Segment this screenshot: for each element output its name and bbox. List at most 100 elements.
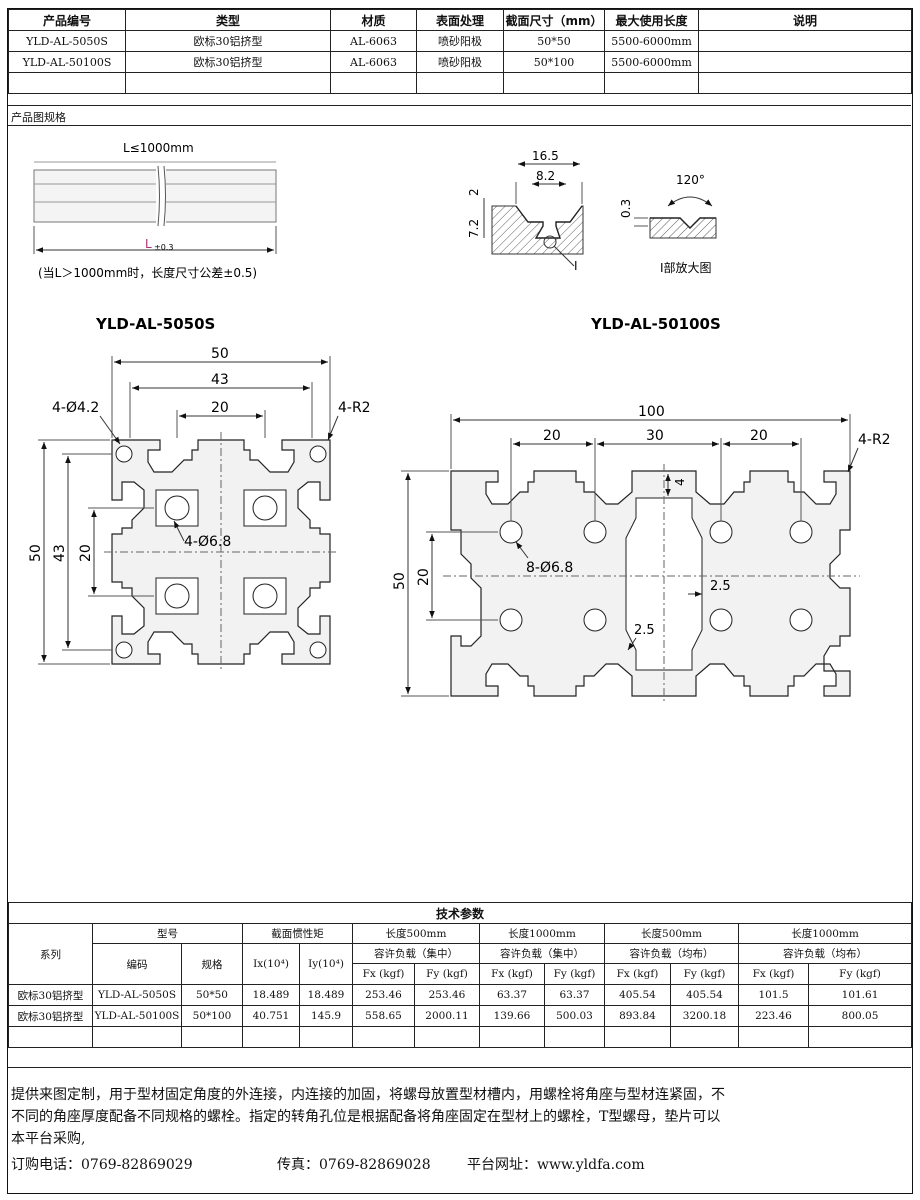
cell: 101.61 <box>807 984 913 1006</box>
cell: 5500-6000mm <box>604 51 699 73</box>
inertia-header: 截面惯性矩 <box>242 923 353 944</box>
group-length: 长度1000mm <box>737 923 913 944</box>
cell: YLD-AL-50100S <box>92 1005 182 1027</box>
cell: 欧标30铝挤型 <box>8 1005 93 1027</box>
section-label: 产品图规格 <box>8 105 911 126</box>
label-radius-b: 4-R2 <box>858 432 891 448</box>
model-header: 型号 <box>92 923 243 944</box>
tech-header-row: 编码 规格 Ix(10⁴) Iy(10⁴) 容许负载（集中） 容许负载（集中） … <box>9 943 913 985</box>
cell: 50*50 <box>181 984 243 1006</box>
tech-header-row: 系列 型号 截面惯性矩 长度500mm 长度1000mm 长度500mm 长度1… <box>8 923 913 985</box>
dim-v-43: 43 <box>52 544 68 562</box>
group-length: 长度1000mm <box>479 923 605 944</box>
cell: 63.37 <box>479 984 545 1006</box>
cell: 50*100 <box>181 1005 243 1027</box>
length-tolerance-L: L <box>145 237 152 251</box>
fy-header: Fy (kgf) <box>670 963 739 985</box>
profile-5050-section: 50 43 20 4-Ø4.2 4-R2 4-Ø6.8 50 43 <box>28 346 371 672</box>
cell: 50*100 <box>503 51 605 73</box>
detail-depth: 0.3 <box>619 199 633 218</box>
spec-header-row: 产品编号 类型 材质 表面处理 截面尺寸（mm） 最大使用长度 说明 <box>8 9 912 31</box>
cell: 喷砂阳极 <box>416 51 504 73</box>
cell <box>670 1026 739 1048</box>
dim-43: 43 <box>211 372 229 388</box>
cell: 欧标30铝挤型 <box>8 984 93 1006</box>
length-limit-label: L≤1000mm <box>123 141 194 155</box>
cell <box>604 72 699 94</box>
dim-20b: 20 <box>750 428 768 444</box>
dim-2-5a: 2.5 <box>710 579 731 594</box>
cell: 63.37 <box>544 984 605 1006</box>
model-a-title: YLD-AL-5050S <box>95 315 215 333</box>
cell: 253.46 <box>352 984 415 1006</box>
label-holes-small: 4-Ø4.2 <box>52 400 99 416</box>
fy-header: Fy (kgf) <box>544 963 605 985</box>
table-row <box>8 72 912 94</box>
group-load: 容许负载（集中） <box>352 943 480 964</box>
contact-line: 订购电话：0769-82869029 传真：0769-82869028 平台网址：w… <box>11 1154 909 1176</box>
detail-angle: 120° <box>676 173 705 187</box>
cell: 18.489 <box>242 984 300 1006</box>
cell <box>92 1026 182 1048</box>
dim-v-50-b: 50 <box>392 572 408 590</box>
cell: 101.5 <box>738 984 809 1006</box>
header-cell: 表面处理 <box>416 9 504 31</box>
cell: 2000.11 <box>414 1005 480 1027</box>
cell: YLD-AL-5050S <box>92 984 182 1006</box>
detail-caption: I部放大图 <box>660 260 712 275</box>
cell: 欧标30铝挤型 <box>125 30 331 52</box>
header-cell: 说明 <box>698 9 912 31</box>
series-header: 系列 <box>8 923 93 985</box>
cell <box>414 1026 480 1048</box>
tech-header-row: Fx (kgf) Fy (kgf) Fx (kgf) Fy (kgf) Fx (… <box>9 963 913 985</box>
fx-header: Fx (kgf) <box>352 963 415 985</box>
dim-20a: 20 <box>543 428 561 444</box>
model-b-title: YLD-AL-50100S <box>590 315 721 333</box>
cell: YLD-AL-50100S <box>8 51 126 73</box>
group-length: 长度500mm <box>604 923 739 944</box>
technical-drawing: L≤1000mm L ±0.3 (当L＞1000mm时，长度尺寸公差±0.5) … <box>28 141 891 704</box>
order-phone: 订购电话：0769-82869029 <box>11 1157 193 1173</box>
fy-header: Fy (kgf) <box>807 963 913 985</box>
fax-number: 传真：0769-82869028 <box>277 1157 431 1173</box>
cell: 欧标30铝挤型 <box>125 51 331 73</box>
ix-header: Ix(10⁴) <box>242 943 300 985</box>
dim-100: 100 <box>638 404 665 420</box>
cell: 405.54 <box>604 984 671 1006</box>
dim-50: 50 <box>211 346 229 362</box>
header-cell: 截面尺寸（mm） <box>503 9 605 31</box>
table-row: 欧标30铝挤型 YLD-AL-5050S 50*50 18.489 18.489… <box>8 984 913 1006</box>
cell <box>125 72 331 94</box>
header-cell: 材质 <box>330 9 417 31</box>
table-row: YLD-AL-50100S 欧标30铝挤型 AL-6063 喷砂阳极 50*10… <box>8 51 912 73</box>
cell: 800.05 <box>807 1005 913 1027</box>
cell: 253.46 <box>414 984 480 1006</box>
cell: 223.46 <box>738 1005 809 1027</box>
cell: 40.751 <box>242 1005 300 1027</box>
dim-4: 4 <box>673 478 687 486</box>
cell <box>738 1026 809 1048</box>
cell: 893.84 <box>604 1005 671 1027</box>
group-load: 容许负载（均布） <box>604 943 739 964</box>
dim-v-20: 20 <box>78 544 94 562</box>
fx-header: Fx (kgf) <box>738 963 809 985</box>
cell <box>242 1026 300 1048</box>
dim-30: 30 <box>646 428 664 444</box>
cell: 3200.18 <box>670 1005 739 1027</box>
tech-title-row: 技术参数 <box>7 902 913 924</box>
cell: 145.9 <box>299 1005 353 1027</box>
cell: 139.66 <box>479 1005 545 1027</box>
site-url[interactable]: 平台网址：www.yldfa.com <box>467 1157 645 1173</box>
slot-width-outer: 16.5 <box>532 149 559 163</box>
cell: AL-6063 <box>330 30 417 52</box>
cell <box>479 1026 545 1048</box>
cell: 405.54 <box>670 984 739 1006</box>
table-row <box>8 1026 913 1048</box>
iy-header: Iy(10⁴) <box>299 943 353 985</box>
profile-50100-section: 100 20 30 20 4-R2 4 8-Ø6.8 2.5 2.5 50 <box>392 404 891 704</box>
detail-mark: I <box>574 259 578 273</box>
header-cell: 产品编号 <box>8 9 126 31</box>
dim-20: 20 <box>211 400 229 416</box>
fy-header: Fy (kgf) <box>414 963 480 985</box>
note-line: 本平台采购, <box>11 1131 86 1147</box>
